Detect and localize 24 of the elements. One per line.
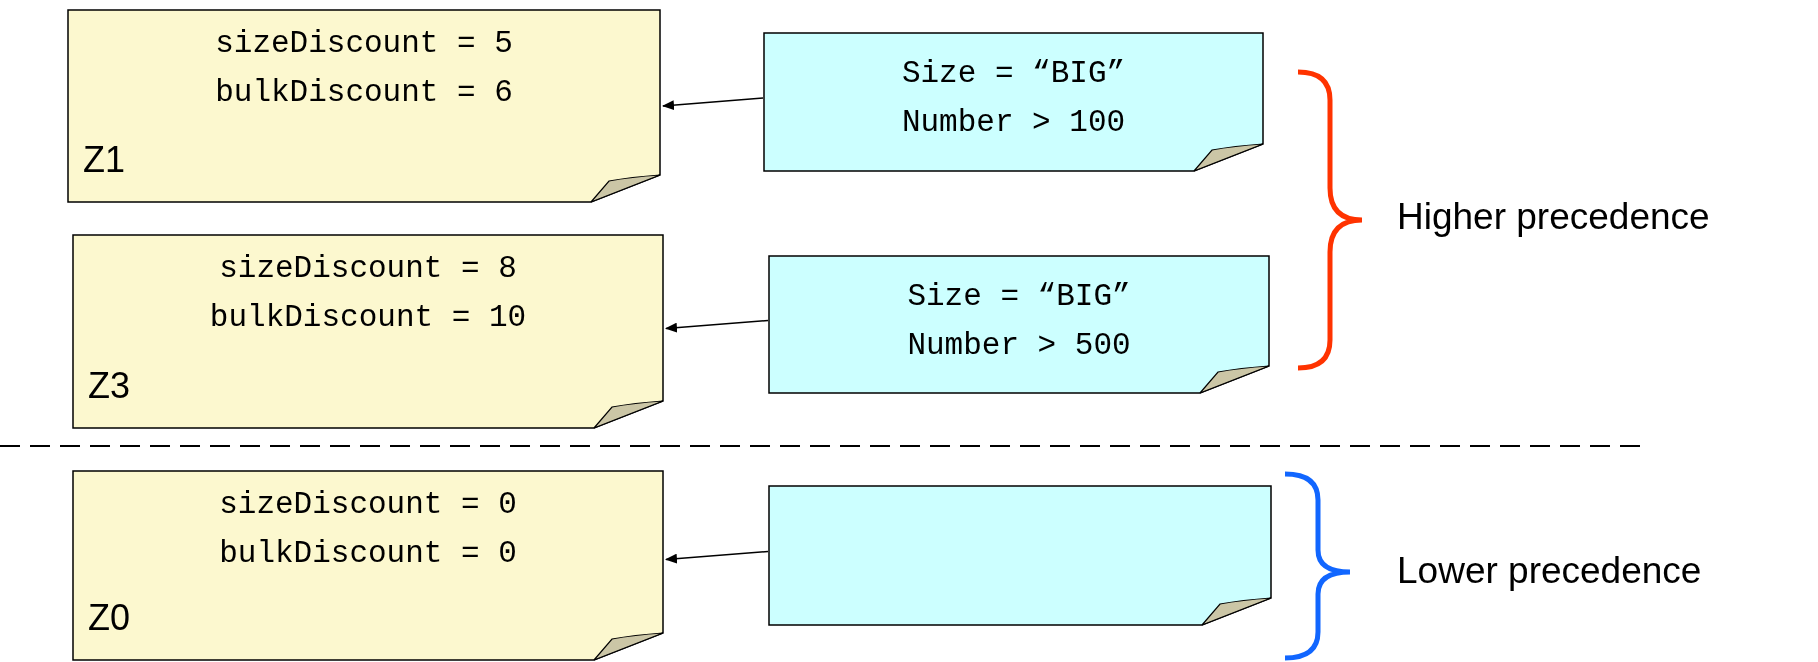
code-text: sizeDiscount = 8: [219, 250, 517, 288]
condition-note: [768, 255, 1270, 394]
rule-note: [72, 470, 664, 661]
code-text: sizeDiscount = 0: [219, 486, 517, 524]
precedence-label: Lower precedence: [1397, 550, 1702, 592]
arrow: [662, 97, 764, 111]
precedence-label: Higher precedence: [1397, 196, 1710, 238]
rule-name: Z1: [83, 139, 125, 181]
code-text: sizeDiscount = 5: [215, 25, 513, 63]
rule-note: [67, 9, 661, 203]
code-text: Size = “BIG”: [907, 277, 1131, 316]
code-text: bulkDiscount = 6: [215, 74, 513, 112]
rule-note: [72, 234, 664, 429]
code-text: Number > 100: [901, 104, 1126, 142]
arrow: [665, 319, 769, 333]
condition-note: [763, 32, 1264, 172]
rule-name: Z0: [88, 597, 130, 639]
code-text: bulkDiscount = 0: [219, 535, 517, 573]
code-text: Size = “BIG”: [901, 55, 1126, 93]
code-text: bulkDiscount = 10: [209, 299, 527, 337]
rule-name: Z3: [88, 365, 130, 407]
condition-note: [768, 485, 1272, 626]
code-text: Number > 500: [907, 326, 1131, 365]
arrow: [665, 550, 769, 564]
